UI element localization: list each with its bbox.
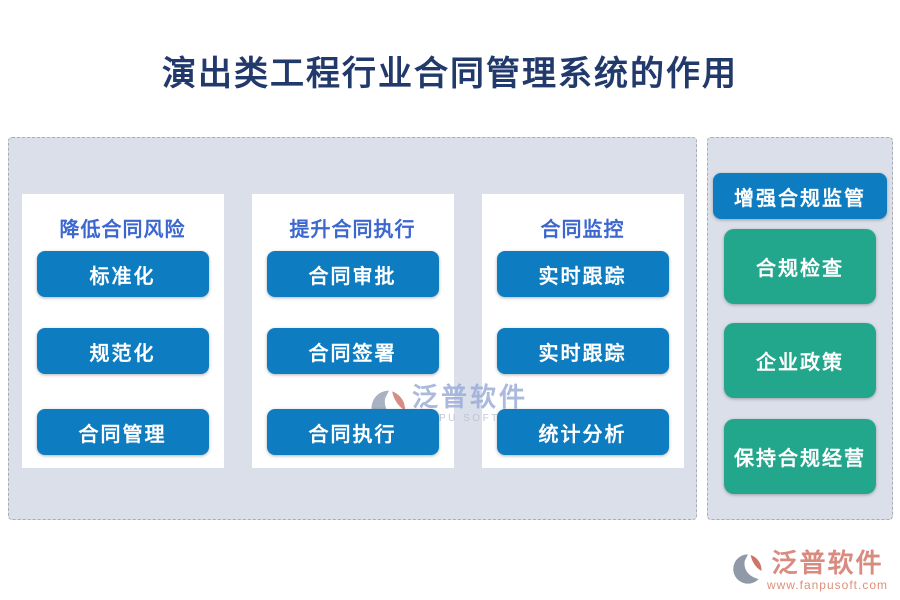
block-statistical-analysis: 统计分析 xyxy=(496,409,669,455)
footer-text: 泛普软件 www.fanpusoft.com xyxy=(767,550,888,592)
column-contract-monitoring: 合同监控 实时跟踪 实时跟踪 统计分析 xyxy=(481,194,684,468)
column-reduce-risk: 降低合同风险 标准化 规范化 合同管理 xyxy=(21,194,224,468)
watermark-text: 泛普软件 FANPU SOFTWARE xyxy=(412,384,539,424)
fanpu-footer-logo: 泛普软件 www.fanpusoft.com xyxy=(732,550,888,592)
page-title: 演出类工程行业合同管理系统的作用 xyxy=(162,56,738,93)
block-enterprise-policy: 企业政策 xyxy=(724,323,876,398)
watermark-subtitle: FANPU SOFTWARE xyxy=(412,413,540,424)
column-improve-execution: 提升合同执行 合同审批 合同签署 合同执行 xyxy=(251,194,454,468)
main-panel: 降低合同风险 标准化 规范化 合同管理 提升合同执行 合同审批 合同签署 合同执… xyxy=(8,137,697,520)
block-realtime-tracking-1: 实时跟踪 xyxy=(496,251,669,297)
block-realtime-tracking-2: 实时跟踪 xyxy=(496,328,669,374)
watermark-name: 泛普软件 xyxy=(412,382,529,412)
column-header: 降低合同风险 xyxy=(59,219,186,241)
block-contract-approval: 合同审批 xyxy=(266,251,439,297)
fanpu-watermark: 泛普软件 FANPU SOFTWARE xyxy=(370,384,539,430)
side-panel-compliance: 增强合规监管 合规检查 企业政策 保持合规经营 xyxy=(707,137,893,520)
block-compliant-operation: 保持合规经营 xyxy=(724,419,876,494)
block-contract-execution: 合同执行 xyxy=(266,409,439,455)
block-contract-signing: 合同签署 xyxy=(266,328,439,374)
footer-website-url: www.fanpusoft.com xyxy=(766,578,888,592)
column-header: 合同监控 xyxy=(540,219,625,241)
block-standardization: 标准化 xyxy=(36,251,209,297)
column-header: 提升合同执行 xyxy=(289,219,416,241)
block-compliance-check: 合规检查 xyxy=(724,229,876,304)
block-contract-management: 合同管理 xyxy=(36,409,209,455)
block-enhance-compliance: 增强合规监管 xyxy=(713,173,887,219)
block-normalization: 规范化 xyxy=(36,328,209,374)
footer-brand-name: 泛普软件 xyxy=(771,549,884,578)
fanpu-logo-icon xyxy=(733,554,762,584)
